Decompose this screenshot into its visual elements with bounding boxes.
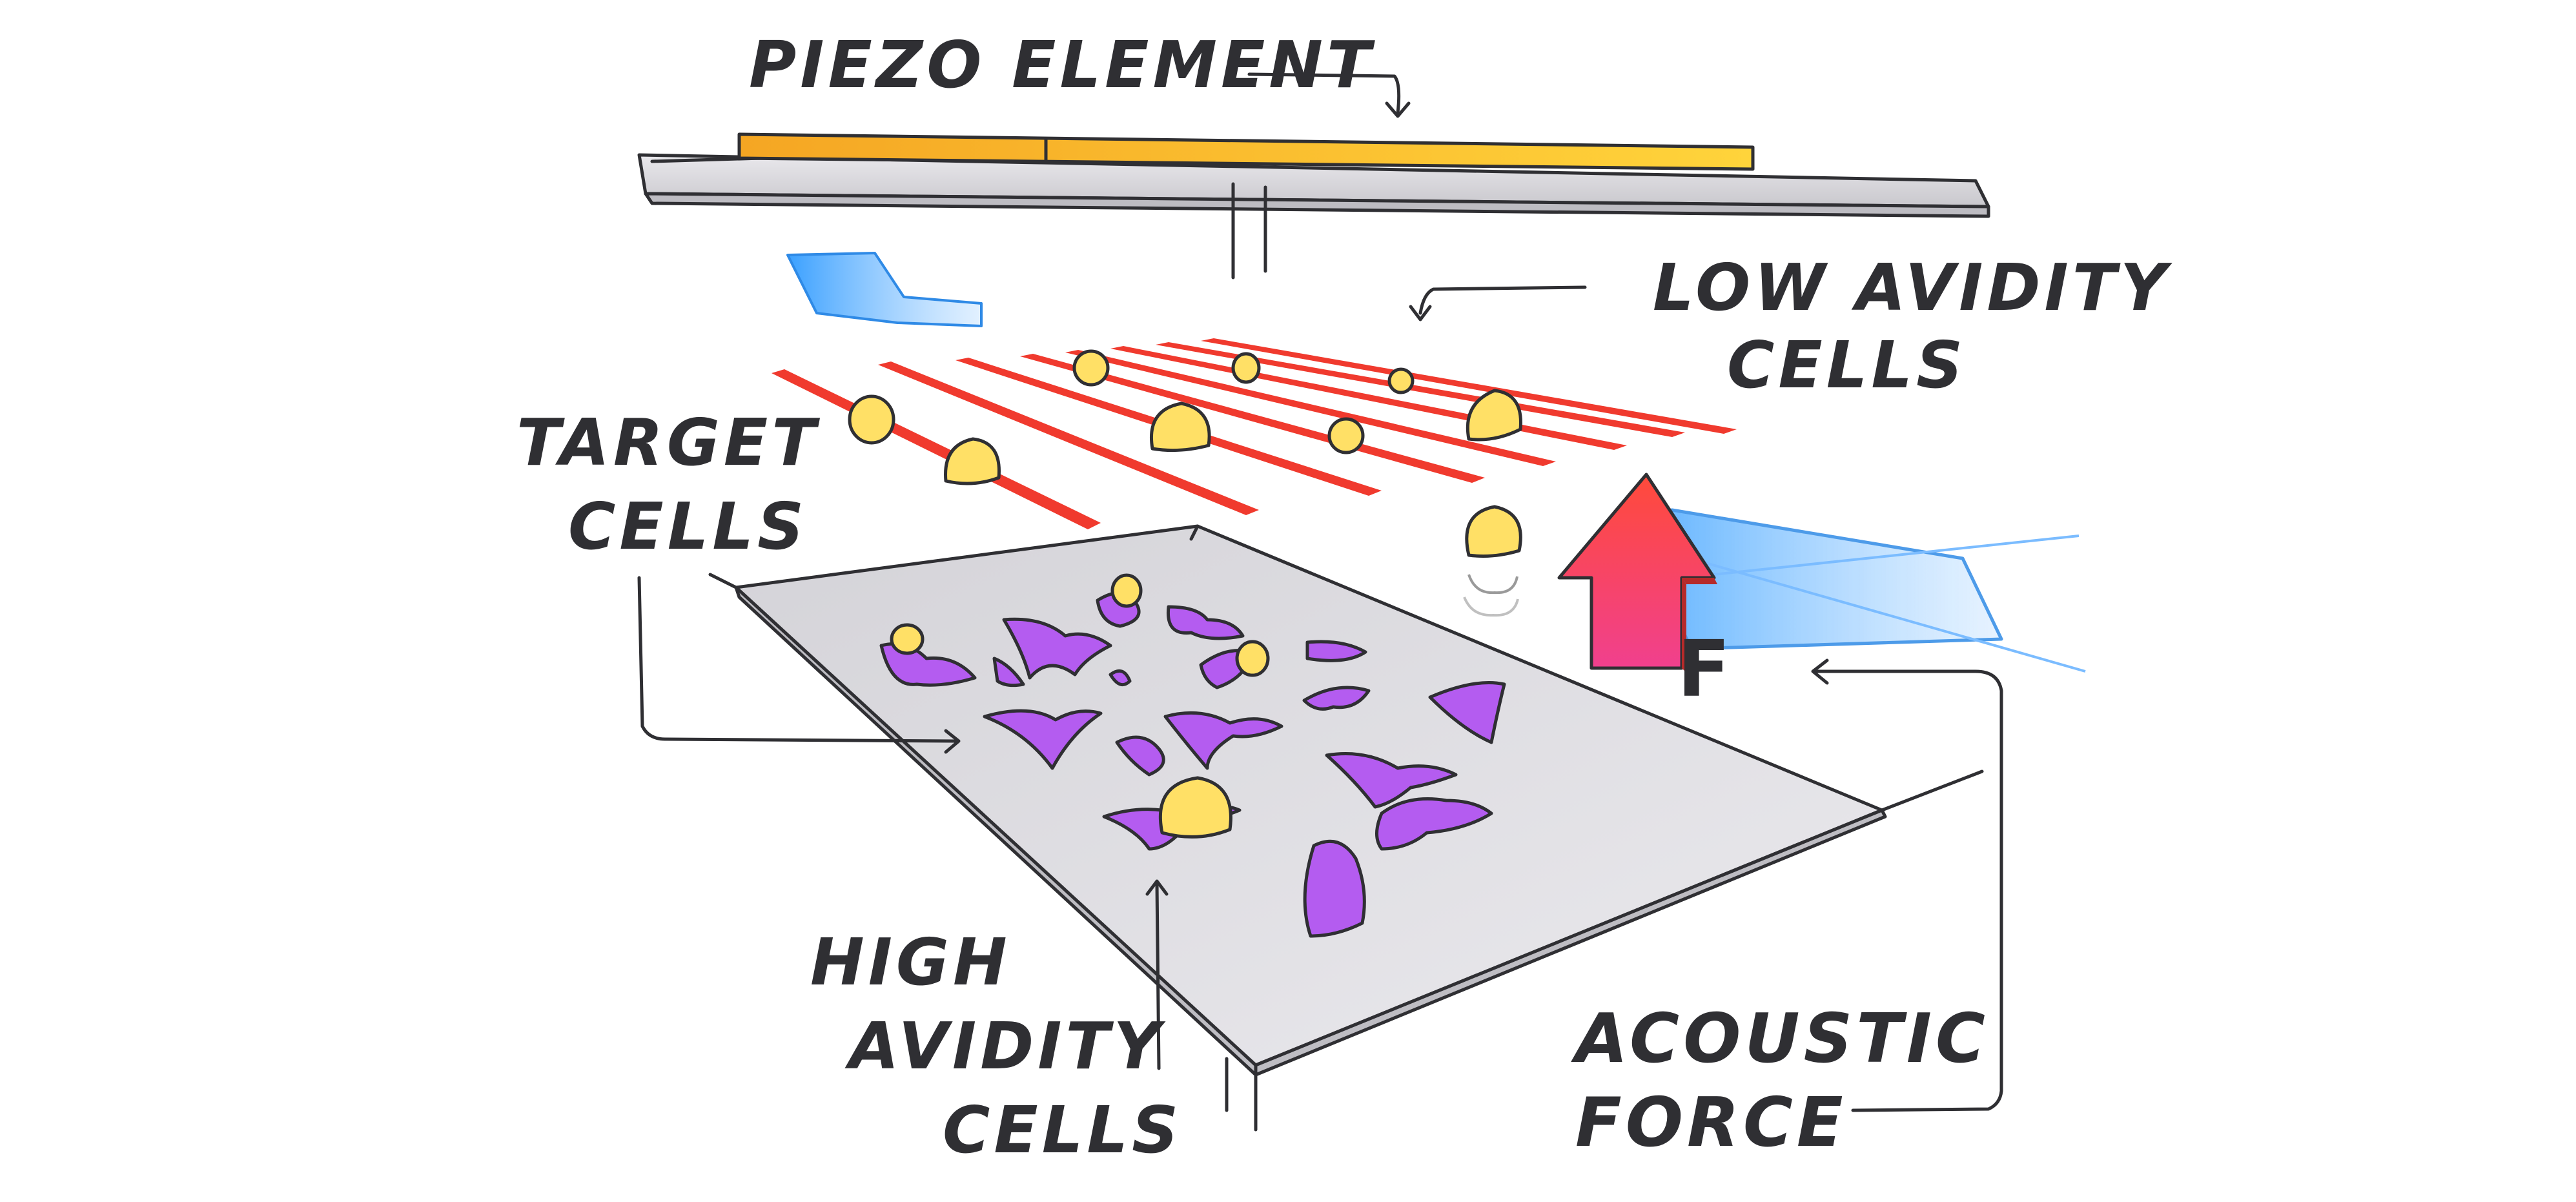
arrow-pointer-icon <box>1409 285 1587 321</box>
target-cell <box>1305 640 1367 662</box>
top-glass-plate <box>637 153 1990 280</box>
label-acoustic-line1: ACOUSTIC <box>1571 999 1989 1078</box>
cell-floating <box>1465 505 1522 558</box>
high-avidity-cells <box>890 573 1270 839</box>
cell-floating <box>1387 367 1415 394</box>
force-symbol: F <box>1677 625 1730 715</box>
label-high-avidity-line1: HIGH <box>810 924 1011 1000</box>
cell-floating <box>1072 349 1110 387</box>
cell-bound <box>890 623 925 655</box>
target-cell <box>1115 735 1165 777</box>
acoustic-pressure-bands <box>772 338 1737 529</box>
target-cell <box>1325 752 1458 809</box>
target-cell <box>1375 797 1493 851</box>
label-high-avidity-line2: AVIDITY <box>844 1008 1166 1084</box>
low-avidity-cells <box>848 349 1522 617</box>
target-cell <box>992 657 1025 688</box>
bottom-glass-slide <box>708 524 1984 1132</box>
cell-floating <box>1466 389 1522 442</box>
target-cell <box>1109 669 1132 687</box>
cell-floating <box>848 394 895 445</box>
target-cell <box>1002 617 1112 680</box>
cell-floating <box>944 437 1001 485</box>
cell-bound <box>1158 776 1232 839</box>
cell-floating <box>1150 402 1211 453</box>
target-cell <box>983 709 1103 770</box>
cell-bound <box>1110 573 1143 608</box>
target-cell <box>1163 711 1283 770</box>
arrow-pointer-icon <box>1247 72 1411 118</box>
arrow-pointer-icon <box>637 576 961 754</box>
target-cell <box>1303 839 1366 938</box>
target-cell <box>1166 605 1245 640</box>
label-target-line2: CELLS <box>568 489 808 564</box>
label-high-avidity-line3: CELLS <box>943 1092 1182 1168</box>
label-low-avidity-line1: LOW AVIDITY <box>1653 250 2172 325</box>
label-target-line1: TARGET <box>516 405 820 480</box>
upward-arrow-icon <box>1557 473 1717 673</box>
label-piezo-element: PIEZO ELEMENT <box>749 27 1375 103</box>
cell-floating <box>1231 352 1261 384</box>
arrow-pointer-icon <box>1145 879 1169 1070</box>
arrow-pointer-icon <box>1811 658 2003 1112</box>
cell-floating <box>1327 417 1365 454</box>
target-cell <box>1302 686 1371 711</box>
piezo-element <box>737 132 1755 171</box>
label-acoustic-line2: FORCE <box>1575 1083 1847 1162</box>
light-beam-icon <box>786 252 983 327</box>
label-low-avidity-line2: CELLS <box>1727 327 1967 403</box>
cell-bound <box>1235 640 1270 677</box>
target-cell <box>1428 681 1506 744</box>
